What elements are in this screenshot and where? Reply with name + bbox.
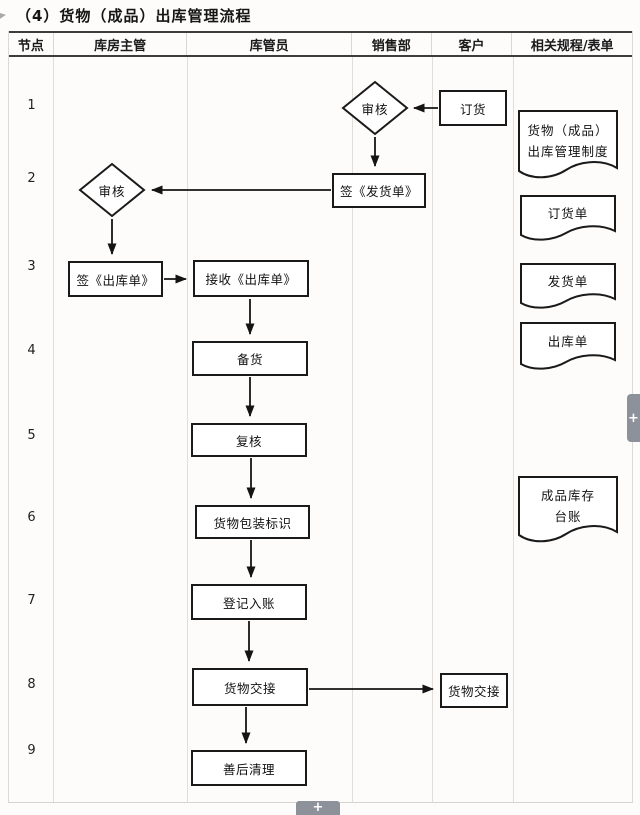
- plus-icon: +: [312, 800, 324, 815]
- page-title: （4）货物（成品）出库管理流程: [16, 7, 252, 25]
- flow-step-order: 订货: [439, 90, 507, 126]
- flow-step-handover-customer: 货物交接: [440, 673, 508, 708]
- node-number-2: 2: [27, 171, 36, 186]
- flow-step-recheck: 复核: [191, 423, 307, 457]
- column-divider: [352, 57, 353, 802]
- header-cell-related-docs: 相关规程/表单: [530, 38, 614, 54]
- doc-label-line: 成品库存: [540, 488, 595, 503]
- column-divider: [53, 57, 54, 802]
- process-table: 节点 库房主管 库管员 销售部 客户 相关规程/表单 1 2 3 4 5 6 7…: [8, 31, 633, 803]
- flow-step-label: 审核: [361, 101, 389, 117]
- expand-right-button[interactable]: +: [627, 394, 640, 442]
- flow-step-register-account: 登记入账: [191, 584, 307, 620]
- column-divider: [187, 57, 188, 802]
- header-cell-node: 节点: [9, 33, 54, 55]
- header-cell-warehouse-supervisor: 库房主管: [54, 33, 188, 55]
- document-shape: [520, 322, 616, 370]
- doc-label-line: 货物（成品）: [527, 123, 609, 138]
- cursor-arrow-icon: ➤: [0, 7, 8, 25]
- header-cell-customer: 客户: [432, 33, 513, 55]
- doc-label-line: 订货单: [547, 206, 589, 221]
- doc-inventory-ledger: 成品库存 台账: [518, 476, 618, 546]
- node-number-8: 8: [27, 677, 36, 692]
- document-shape: [518, 476, 618, 543]
- node-number-6: 6: [27, 510, 36, 525]
- node-number-5: 5: [27, 428, 36, 443]
- doc-label-line: 出库管理制度: [527, 144, 609, 159]
- plus-icon: +: [628, 410, 639, 426]
- doc-order-form: 订货单: [520, 195, 616, 245]
- column-divider: [513, 57, 514, 802]
- header-cell-sales-dept: 销售部: [352, 33, 432, 55]
- flow-step-cleanup: 善后清理: [191, 750, 307, 786]
- diamond-shape: [341, 80, 409, 136]
- document-shape: [518, 110, 618, 179]
- flow-step-handover-keeper: 货物交接: [192, 668, 308, 706]
- table-header-row: 节点 库房主管 库管员 销售部 客户 相关规程/表单: [9, 31, 632, 57]
- doc-label-line: 发货单: [547, 274, 589, 289]
- diamond-shape: [78, 162, 146, 218]
- expand-bottom-button[interactable]: +: [296, 801, 340, 815]
- flow-step-review-sales: 审核: [341, 80, 409, 136]
- doc-outbound-policy: 货物（成品） 出库管理制度: [518, 110, 618, 182]
- flow-step-review-supervisor: 审核: [78, 162, 146, 218]
- flow-step-prepare-goods: 备货: [192, 341, 308, 376]
- document-shape: [520, 195, 616, 241]
- node-number-4: 4: [27, 343, 36, 358]
- document-shape: [520, 263, 616, 309]
- doc-shipping-note: 发货单: [520, 263, 616, 313]
- flow-step-receive-outbound-note: 接收《出库单》: [193, 260, 309, 297]
- column-divider: [432, 57, 433, 802]
- flow-step-label: 审核: [98, 183, 126, 199]
- doc-outbound-note: 出库单: [520, 322, 616, 374]
- flow-step-package-marking: 货物包装标识: [195, 505, 310, 539]
- node-number-3: 3: [27, 259, 36, 274]
- flow-step-sign-shipping-note: 签《发货单》: [332, 173, 426, 208]
- node-number-7: 7: [27, 593, 36, 608]
- flow-step-sign-outbound-note: 签《出库单》: [68, 261, 163, 297]
- doc-label-line: 出库单: [547, 334, 589, 349]
- node-number-9: 9: [27, 743, 36, 758]
- header-cell-warehouse-keeper: 库管员: [187, 33, 352, 55]
- doc-label-line: 台账: [554, 509, 582, 524]
- node-number-1: 1: [27, 98, 36, 113]
